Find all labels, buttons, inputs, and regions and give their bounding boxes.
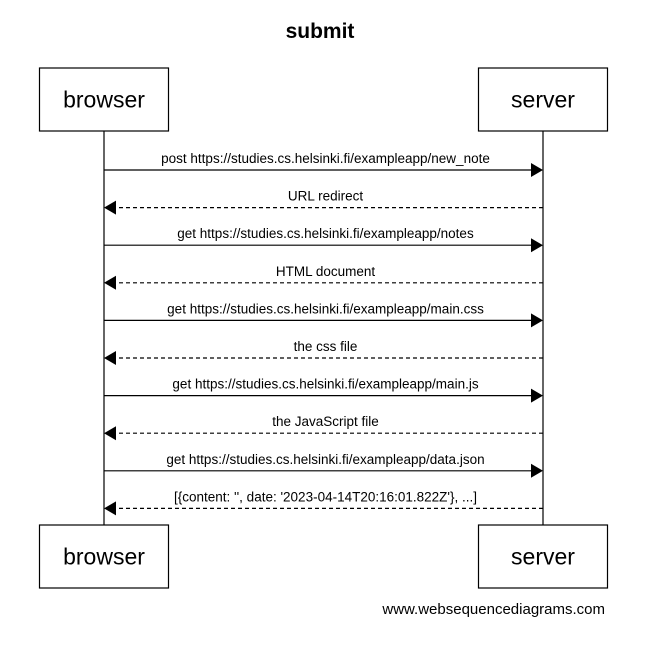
participant-label: browser: [63, 87, 145, 113]
message-label: get https://studies.cs.helsinki.fi/examp…: [166, 452, 484, 467]
participant-box: [477, 67, 609, 132]
message-1: post https://studies.cs.helsinki.fi/exam…: [104, 151, 543, 177]
participant-box: [477, 524, 609, 589]
participant-server-top: server: [477, 67, 609, 132]
message-label: URL redirect: [288, 189, 364, 204]
message-9: get https://studies.cs.helsinki.fi/examp…: [104, 452, 543, 478]
message-8: the JavaScript file: [104, 414, 543, 441]
message-6: the css file: [104, 339, 543, 365]
diagram-title: submit: [286, 20, 355, 43]
message-label: get https://studies.cs.helsinki.fi/examp…: [172, 377, 478, 392]
participant-label: browser: [63, 544, 145, 570]
message-4: HTML document: [104, 264, 543, 290]
arrow-head-icon: [531, 463, 543, 478]
message-7: get https://studies.cs.helsinki.fi/examp…: [104, 377, 543, 403]
arrow-head-icon: [531, 388, 543, 403]
message-label: get https://studies.cs.helsinki.fi/examp…: [177, 226, 474, 241]
message-10: [{content: '', date: '2023-04-14T20:16:0…: [104, 489, 543, 516]
arrow-head-icon: [104, 426, 116, 441]
arrow-head-icon: [531, 163, 543, 177]
message-3: get https://studies.cs.helsinki.fi/examp…: [104, 226, 543, 253]
arrow-head-icon: [104, 275, 116, 290]
participant-label: server: [511, 544, 575, 570]
participant-box: [38, 524, 170, 589]
message-label: get https://studies.cs.helsinki.fi/examp…: [167, 301, 484, 316]
participant-box: [38, 67, 170, 132]
participant-label: server: [511, 87, 575, 113]
messages: post https://studies.cs.helsinki.fi/exam…: [104, 151, 543, 516]
participants: browser browser server server: [38, 67, 609, 589]
message-label: the JavaScript file: [272, 414, 379, 429]
message-2: URL redirect: [104, 189, 543, 215]
arrow-head-icon: [104, 501, 116, 516]
arrow-head-icon: [531, 313, 543, 328]
message-label: HTML document: [276, 264, 376, 279]
watermark-text: www.websequencediagrams.com: [381, 601, 605, 618]
participant-browser-top: browser: [38, 67, 170, 132]
participant-browser-bottom: browser: [38, 524, 170, 589]
arrow-head-icon: [531, 238, 543, 253]
arrow-head-icon: [104, 351, 116, 365]
lifelines: [103, 131, 544, 525]
participant-server-bottom: server: [477, 524, 609, 589]
message-label: [{content: '', date: '2023-04-14T20:16:0…: [174, 489, 477, 504]
arrow-head-icon: [104, 200, 116, 215]
message-label: post https://studies.cs.helsinki.fi/exam…: [161, 151, 490, 166]
message-label: the css file: [294, 339, 358, 354]
message-5: get https://studies.cs.helsinki.fi/examp…: [104, 301, 543, 328]
